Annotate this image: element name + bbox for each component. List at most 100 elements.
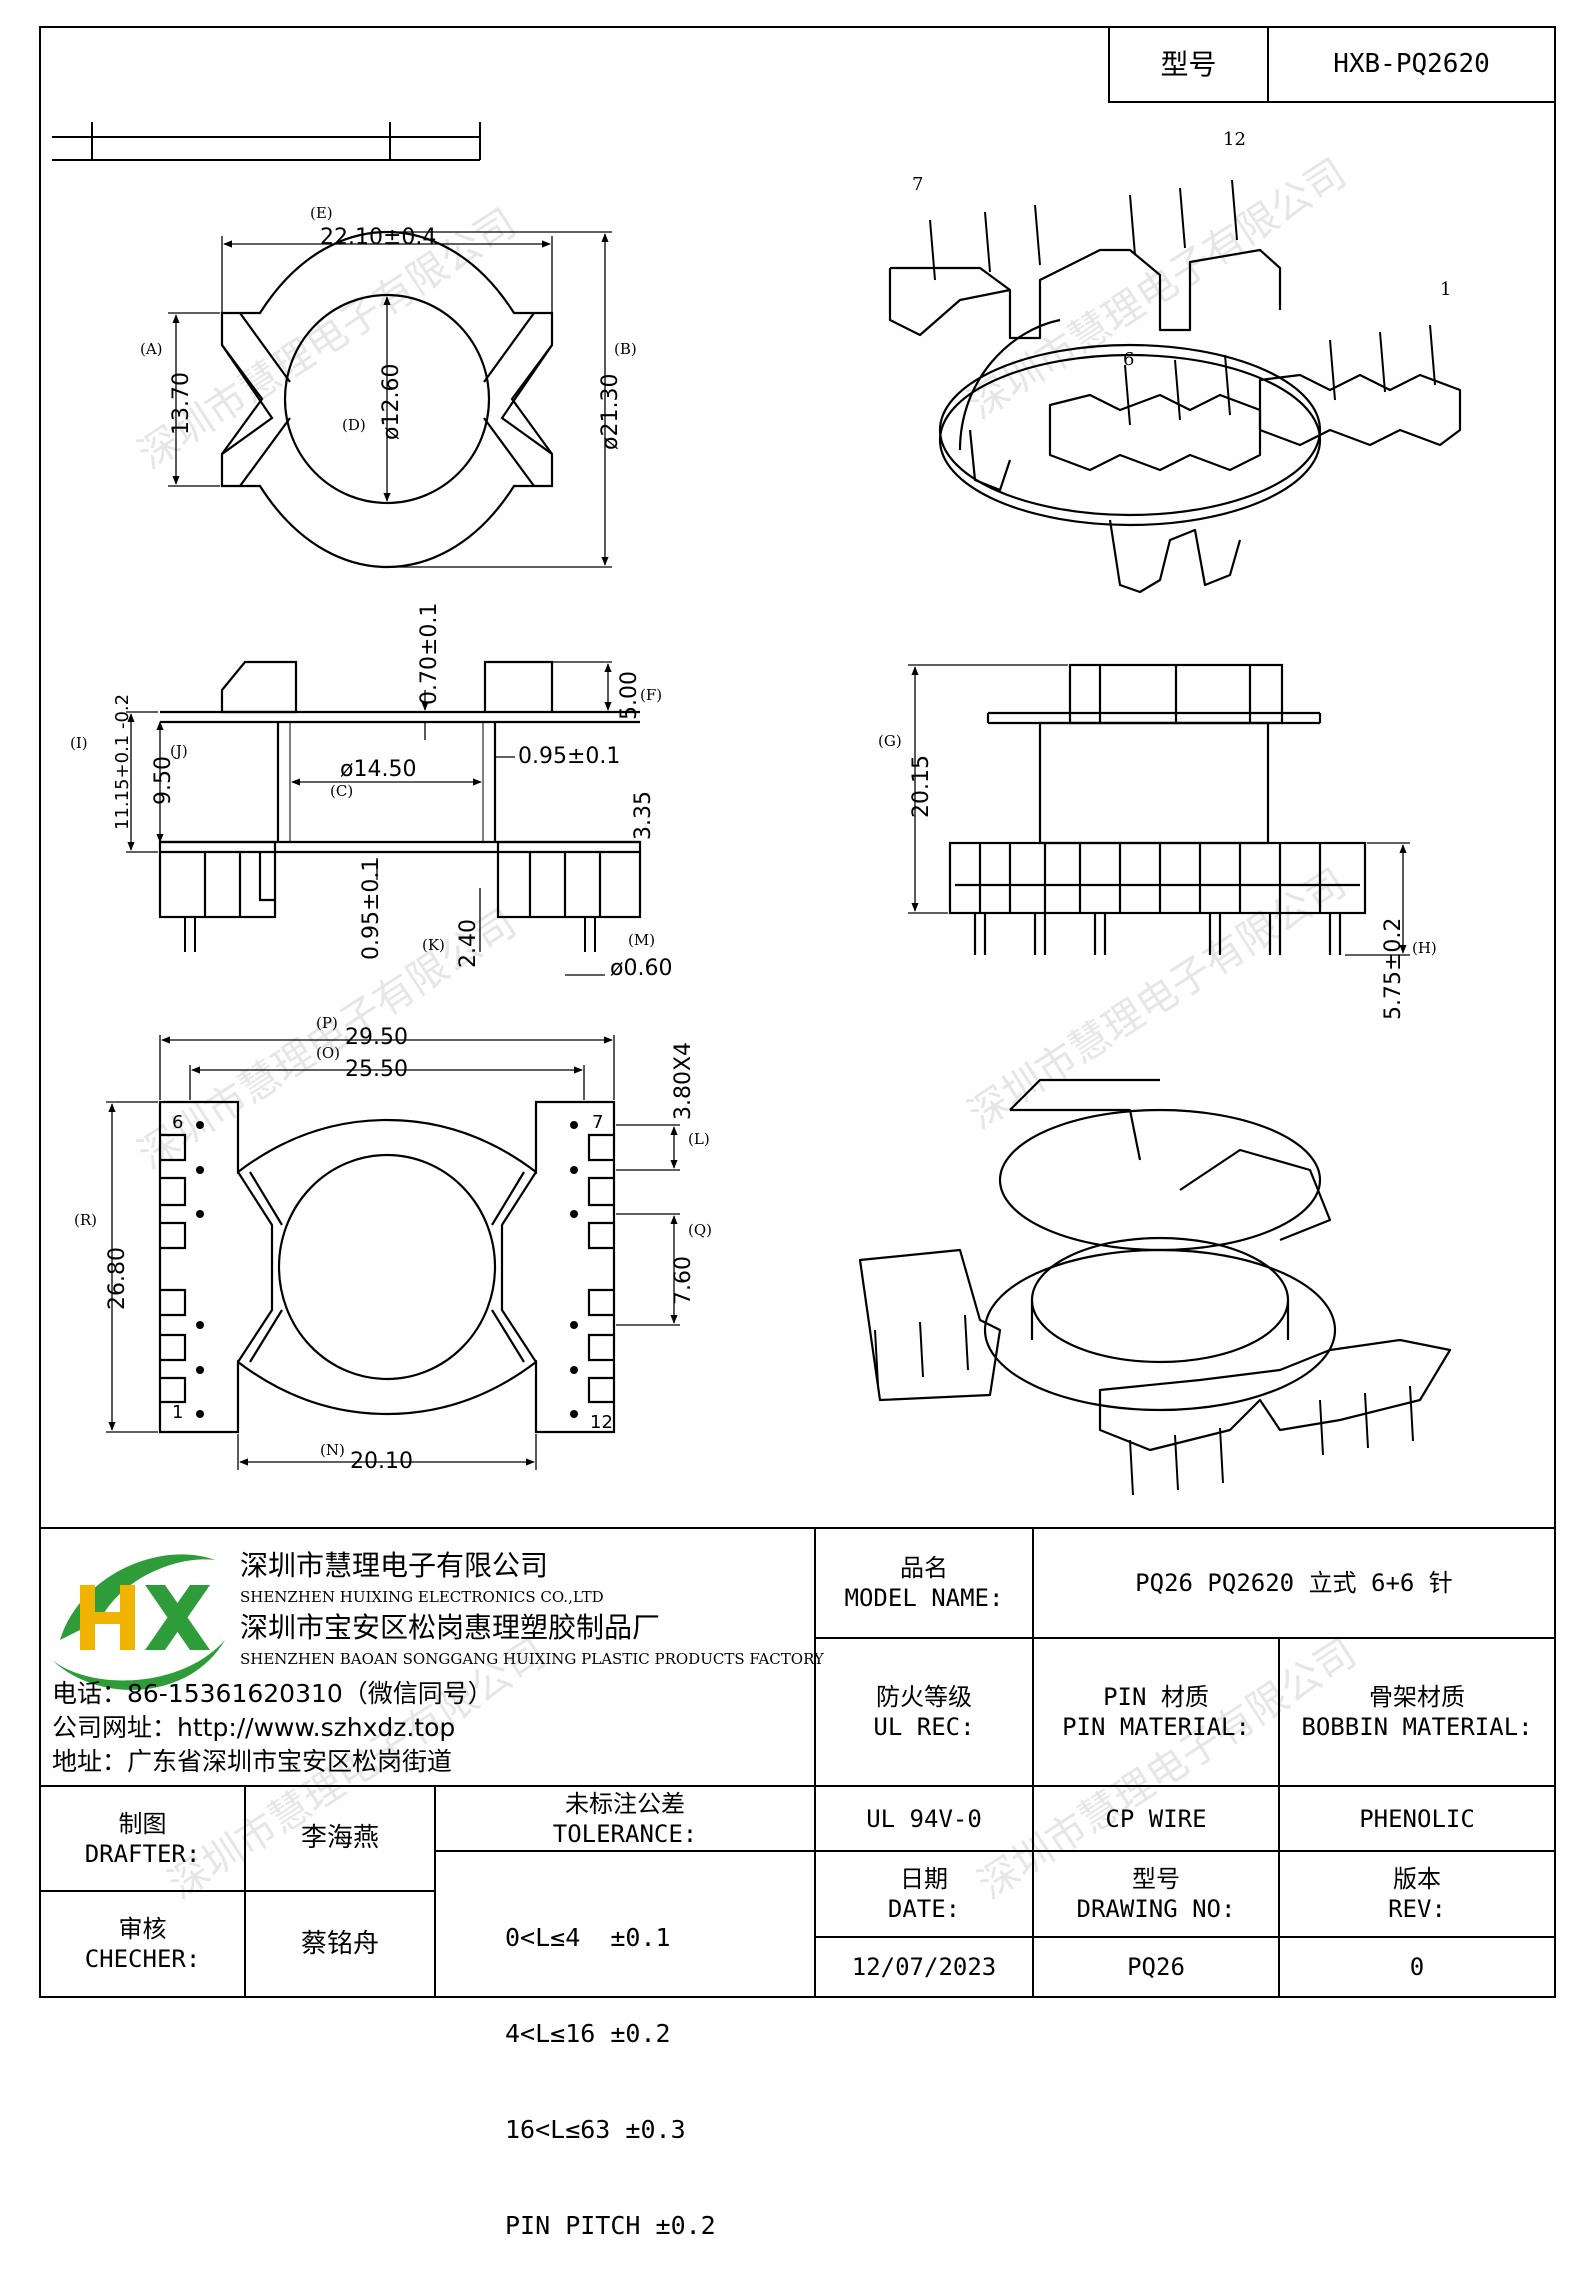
iso-view-top	[888, 179, 1462, 594]
drawing-no-label: 型号 DRAWING NO:	[1034, 1852, 1278, 1936]
date-en: DATE:	[887, 1895, 961, 1923]
dim-p-value: 29.50	[345, 1025, 408, 1050]
sheet-border	[39, 26, 1556, 1998]
drafter-cn: 制图	[118, 1809, 167, 1838]
thin-side-view	[52, 122, 481, 161]
dim-f-value: 5.00	[617, 671, 642, 720]
dim-label-a: (A)	[140, 340, 163, 358]
bobbin-material-en: BOBBIN MATERIAL:	[1301, 1713, 1533, 1741]
drawing-sheet: 深圳市慧理电子有限公司 深圳市慧理电子有限公司 深圳市慧理电子有限公司 深圳市慧…	[39, 26, 1556, 2240]
header-type-label: 型号	[1160, 48, 1217, 81]
drafter-en: DRAFTER:	[84, 1839, 201, 1868]
pin-number-1: 1	[172, 1402, 183, 1423]
dim-bottom-wall: 0.95±0.1	[359, 858, 384, 960]
dim-m-value: ø0.60	[610, 956, 672, 981]
dim-label-b: (B)	[614, 340, 637, 358]
pin-material-en: PIN MATERIAL:	[1062, 1713, 1250, 1741]
top-view	[168, 230, 612, 569]
dim-label-q: (Q)	[688, 1221, 712, 1239]
iso-pin-6: 6	[1123, 349, 1134, 370]
front-view-dims: (G) 20.15 (H) 5.75±0.2	[878, 732, 1437, 1020]
dim-label-l: (L)	[688, 1130, 710, 1148]
dim-label-k: (K)	[422, 936, 445, 954]
dim-wall: 0.95±0.1	[518, 744, 620, 769]
side-view-dims: (I) 11.15+0.1 -0.2 (J) 9.50 (C) ø14.50 (…	[70, 603, 672, 981]
date-label: 日期 DATE:	[816, 1852, 1032, 1936]
drawing-no-cn: 型号	[1132, 1865, 1180, 1893]
model-name-label: 品名 MODEL NAME:	[816, 1529, 1032, 1637]
tolerance-line: 4<L≤16 ±0.2	[505, 2019, 671, 2048]
dim-top-wall: 0.70±0.1	[417, 603, 442, 705]
dim-label-j: (J)	[170, 742, 188, 760]
date-value: 12/07/2023	[851, 1953, 997, 1981]
header-box	[1108, 26, 1556, 103]
dim-b-value: ø21.30	[598, 374, 623, 450]
company-phone: 电话：86-15361620310（微信同号）	[52, 1679, 493, 1708]
drafter-value: 李海燕	[300, 1823, 379, 1854]
pin-material-label: PIN 材质 PIN MATERIAL:	[1034, 1639, 1278, 1785]
bottom-view-dims: (P) 29.50 (O) 25.50 3.80X4 (L) (R) 26.80…	[74, 1014, 712, 1474]
bobbin-material-cn: 骨架材质	[1369, 1683, 1465, 1711]
ul-rec-cn: 防火等级	[876, 1683, 972, 1711]
top-view-dims: (E) 22.10±0.4 (A) 13.70 (B) ø21.30 (D) ø…	[140, 204, 637, 450]
tolerance-list: 0<L≤4 ±0.1 4<L≤16 ±0.2 16<L≤63 ±0.3 PIN …	[505, 1858, 716, 2274]
ul-rec-label: 防火等级 UL REC:	[816, 1639, 1032, 1785]
dim-l-value: 3.80X4	[671, 1042, 696, 1120]
factory-name-cn: 深圳市宝安区松岗惠理塑胶制品厂	[240, 1611, 661, 1644]
bottom-view	[106, 1035, 680, 1470]
dim-j-value: 9.50	[151, 756, 176, 805]
rev-en: REV:	[1388, 1895, 1446, 1923]
drawing-no-en: DRAWING NO:	[1076, 1895, 1236, 1923]
dim-label-m: (M)	[628, 931, 655, 949]
dim-a-value: 13.70	[169, 372, 194, 435]
dim-i-value: 11.15+0.1 -0.2	[112, 694, 133, 830]
front-view	[908, 663, 1410, 956]
drafter-label: 制图 DRAFTER:	[41, 1787, 244, 1890]
checker-en: CHECHER:	[84, 1945, 201, 1973]
iso-pin-12: 12	[1223, 129, 1246, 150]
dim-label-i: (I)	[70, 734, 88, 752]
dim-label-c: (C)	[330, 782, 353, 800]
ul-rec-value: UL 94V-0	[866, 1804, 982, 1833]
tolerance-line: 0<L≤4 ±0.1	[505, 1923, 671, 1952]
dim-label-p: (P)	[316, 1014, 338, 1032]
date-cn: 日期	[900, 1865, 948, 1893]
iso-view-bottom	[858, 1078, 1452, 1496]
title-block-grid	[40, 1527, 1555, 1997]
factory-name-en: SHENZHEN BAOAN SONGGANG HUIXING PLASTIC …	[240, 1650, 824, 1668]
dim-d-value: ø12.60	[379, 364, 404, 440]
dim-h-value: 5.75±0.2	[1381, 918, 1406, 1020]
dim-label-d: (D)	[342, 416, 366, 434]
checker-label: 审核 CHECHER:	[41, 1892, 244, 1996]
dim-q-value: 7.60	[671, 1256, 696, 1305]
company-website: 公司网址：http://www.szhxdz.top	[52, 1713, 456, 1742]
dim-label-r: (R)	[74, 1211, 97, 1229]
dim-label-g: (G)	[878, 732, 902, 750]
watermark: 深圳市慧理电子有限公司	[960, 860, 1354, 1138]
company-name-cn: 深圳市慧理电子有限公司	[240, 1549, 549, 1582]
company-name-en: SHENZHEN HUIXING ELECTRONICS CO.,LTD	[240, 1588, 604, 1606]
drawing-no-value: PQ26	[1127, 1953, 1185, 1981]
dim-o-value: 25.50	[345, 1057, 408, 1082]
pin-material-value: CP WIRE	[1105, 1804, 1207, 1833]
dim-label-e: (E)	[310, 204, 333, 222]
bobbin-material-label: 骨架材质 BOBBIN MATERIAL:	[1280, 1639, 1554, 1785]
header-type-value: HXB-PQ2620	[1333, 49, 1490, 80]
company-address: 地址：广东省深圳市宝安区松岗街道	[52, 1747, 453, 1776]
dim-n-value: 20.10	[350, 1449, 413, 1474]
tolerance-cn: 未标注公差	[565, 1789, 685, 1818]
dim-k-value: 2.40	[456, 919, 481, 968]
pin-number-6: 6	[172, 1112, 183, 1133]
dim-label-f: (F)	[640, 686, 662, 704]
dim-r-value: 26.80	[105, 1247, 130, 1310]
bobbin-material-value: PHENOLIC	[1359, 1804, 1475, 1833]
iso-pin-1: 1	[1440, 279, 1451, 300]
rev-label: 版本 REV:	[1280, 1852, 1554, 1936]
ul-rec-en: UL REC:	[873, 1713, 975, 1741]
rev-cn: 版本	[1393, 1865, 1441, 1893]
pin-material-cn: PIN 材质	[1103, 1683, 1209, 1711]
model-name-cn: 品名	[900, 1554, 948, 1582]
iso-pin-7: 7	[912, 174, 923, 195]
drawing-canvas: 深圳市慧理电子有限公司 深圳市慧理电子有限公司 深圳市慧理电子有限公司 深圳市慧…	[39, 26, 1556, 1998]
dim-e-value: 22.10±0.4	[320, 225, 436, 250]
